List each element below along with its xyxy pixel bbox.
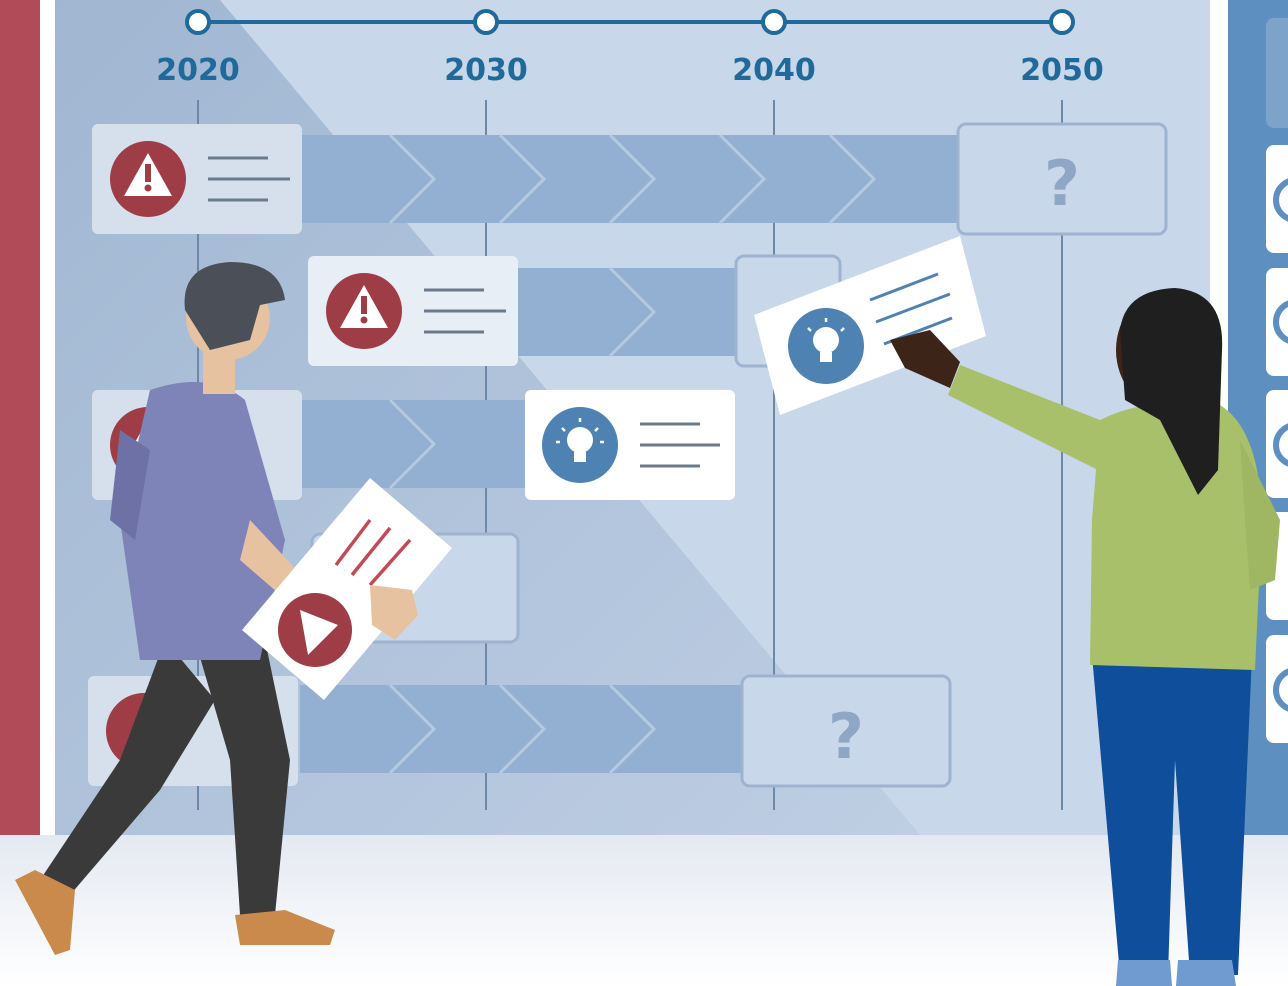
arrow-bands — [300, 135, 960, 773]
timeline-node-2030 — [473, 9, 499, 35]
year-label-2040: 2040 — [732, 53, 816, 88]
question-icon: ? — [828, 700, 864, 773]
held-warning-card — [242, 478, 452, 700]
woman-figure — [948, 288, 1280, 986]
year-label-2020: 2020 — [156, 53, 240, 88]
warning-icon — [110, 141, 186, 217]
question-icon: ? — [1044, 147, 1080, 220]
red-wall — [0, 0, 40, 835]
placing-idea-card — [754, 236, 986, 415]
timeline-node-2020 — [185, 9, 211, 35]
lightbulb-icon — [542, 407, 618, 483]
idea-card — [525, 390, 735, 500]
timeline-node-2040 — [761, 9, 787, 35]
warning-card — [92, 124, 302, 234]
right-panel-tabs — [1266, 18, 1288, 743]
warning-icon — [326, 273, 402, 349]
timeline-node-2050 — [1049, 9, 1075, 35]
year-label-2030: 2030 — [444, 53, 528, 88]
lightbulb-icon — [788, 308, 864, 384]
arrow-chevrons — [388, 133, 877, 775]
unknown-card: ? — [740, 674, 952, 788]
floor — [0, 835, 1288, 986]
warning-card — [308, 256, 518, 366]
board-frame — [40, 0, 55, 835]
warning-icon — [278, 593, 352, 667]
year-label-2050: 2050 — [1020, 53, 1104, 88]
man-figure — [15, 262, 390, 955]
unknown-card: ? — [956, 122, 1168, 236]
